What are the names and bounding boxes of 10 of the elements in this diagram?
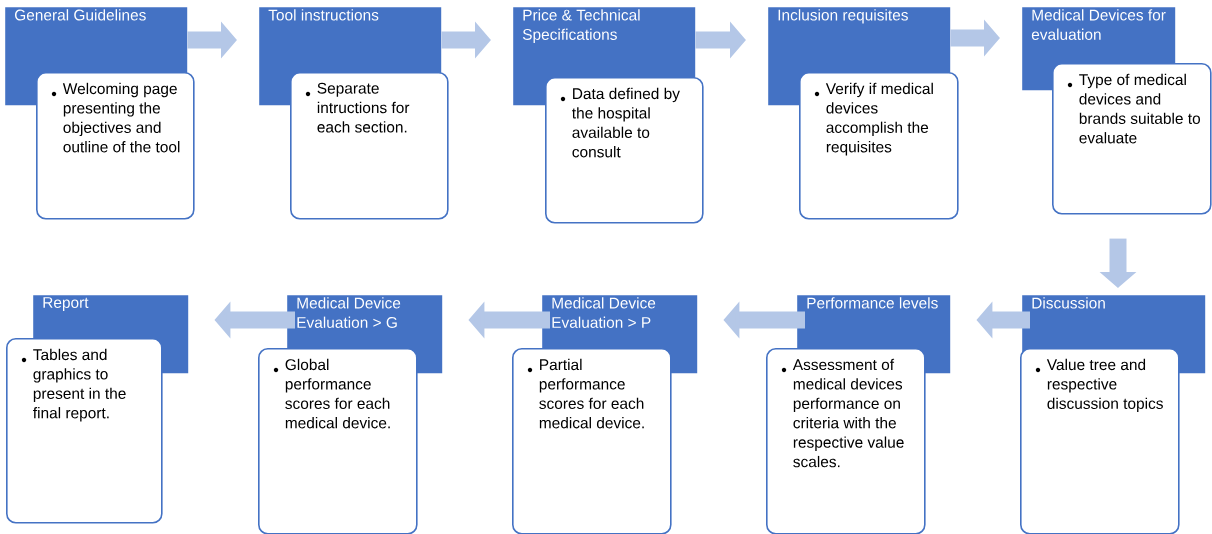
step-card: Value tree and respective discussion topics — [1020, 348, 1180, 534]
step-card: Global performance scores for each medical device. — [258, 348, 418, 534]
step-card: Partial performance scores for each medical device. — [512, 348, 672, 534]
step-card: Verify if medical devices accomplish the requisites — [799, 72, 959, 220]
step-card: Type of medical devices and brands suitable to evaluate — [1052, 63, 1212, 215]
step-card: Welcoming page presenting the objectives and outline of the tool — [36, 72, 195, 220]
step-card: Assessment of medical devices performance on criteria with the respective value scales. — [766, 348, 926, 534]
step-card: Separate intructions for each section. — [290, 72, 449, 220]
step-card: Data defined by the hospital available to consult — [545, 77, 704, 224]
step-card: Tables and graphics to present in the final report. — [6, 338, 163, 524]
